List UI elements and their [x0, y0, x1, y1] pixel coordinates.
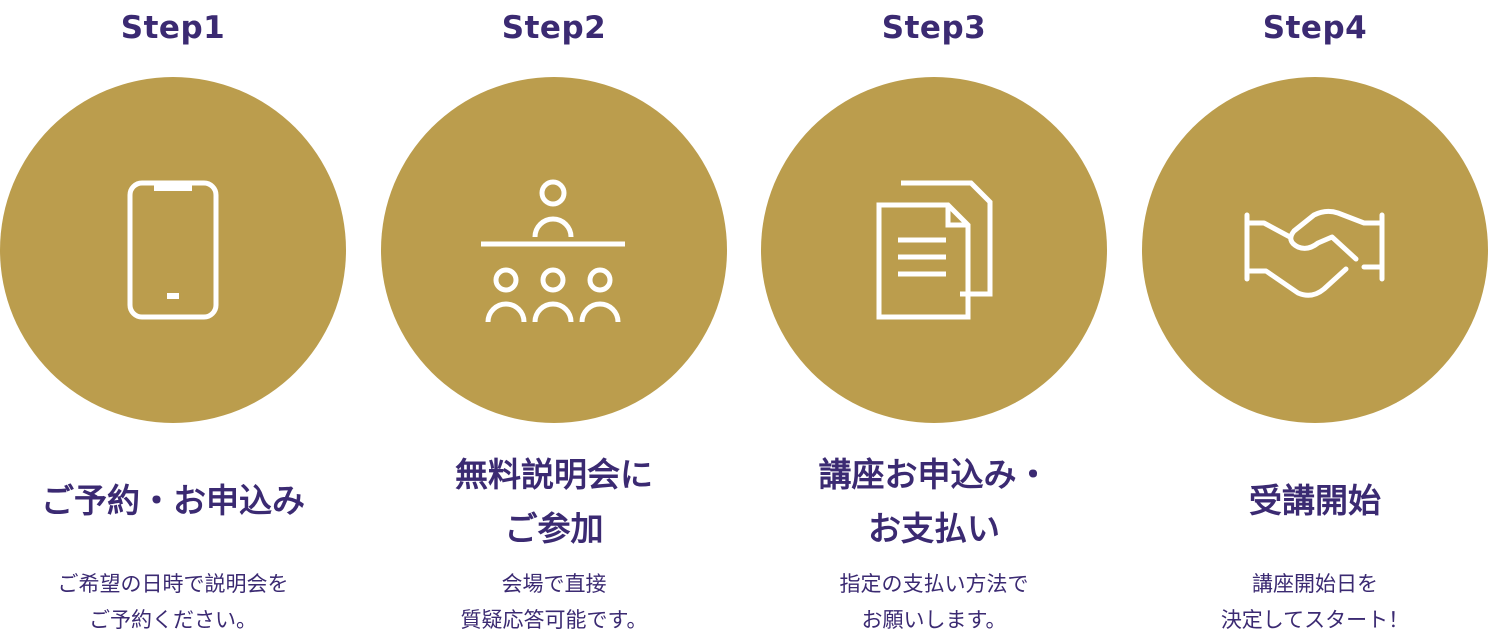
handshake-icon — [1244, 208, 1385, 298]
step-label: Step4 — [1262, 10, 1368, 46]
documents-icon — [876, 180, 993, 320]
step-description: 指定の支払い方法で お願いします。 — [839, 572, 1029, 632]
step-description: 講座開始日を 決定してスタート！ — [1220, 572, 1410, 632]
step-3: Step3 講座お申込み・ お支払い 指定の支払い方法で お願いします。 — [761, 0, 1107, 638]
step-4: Step4 受講開始 講座開始日を 決定してスタート！ — [1142, 0, 1488, 638]
step-label: Step2 — [501, 10, 607, 46]
step-title: ご予約・お申込み — [41, 481, 305, 520]
smartphone-icon — [127, 180, 219, 320]
step-description: 会場で直接 質疑応答可能です。 — [460, 572, 648, 632]
step-circle — [761, 77, 1107, 423]
step-circle — [1142, 77, 1488, 423]
step-1: Step1 ご予約・お申込み ご希望の日時で説明会を ご予約ください。 — [0, 0, 346, 638]
step-label: Step3 — [881, 10, 987, 46]
step-label: Step1 — [120, 10, 226, 46]
step-description: ご希望の日時で説明会を ご予約ください。 — [57, 572, 289, 632]
step-2: Step2 無料説明会に ご参加 会場で直接 質疑応答可能です。 — [381, 0, 727, 638]
step-circle — [0, 77, 346, 423]
step-title: 無料説明会に ご参加 — [455, 455, 653, 548]
step-title: 受講開始 — [1249, 481, 1381, 520]
step-title: 講座お申込み・ お支払い — [818, 455, 1050, 548]
step-circle — [381, 77, 727, 423]
seminar-audience-icon — [481, 179, 625, 323]
